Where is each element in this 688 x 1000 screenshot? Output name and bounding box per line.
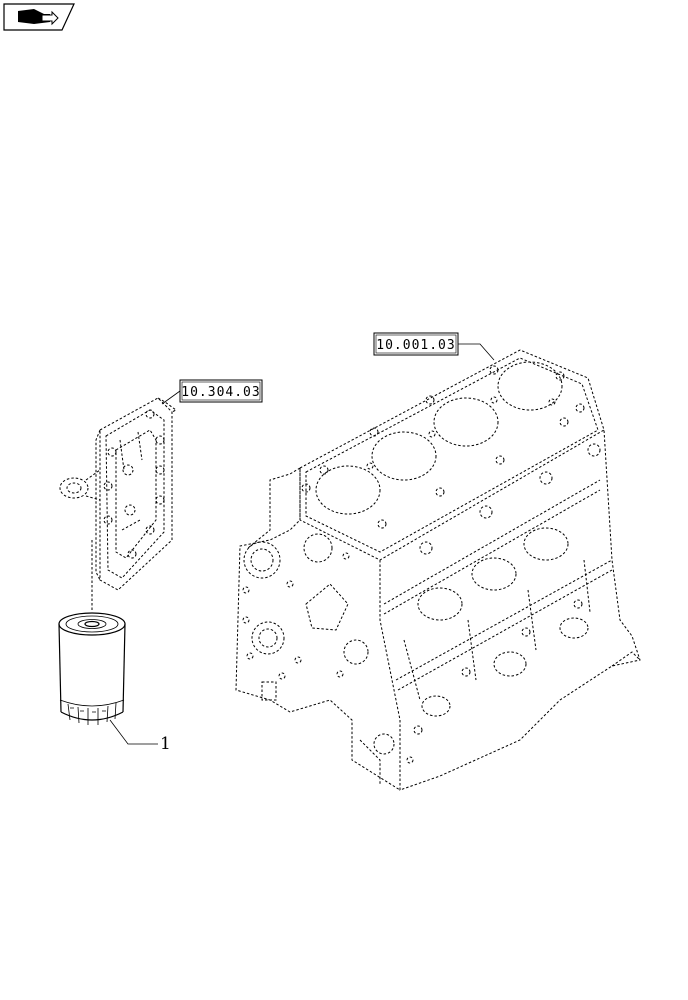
nav-badge[interactable] — [3, 3, 75, 31]
reference-box-engine-block[interactable]: 10.001.03 — [373, 332, 459, 356]
reference-label-engine-block: 10.001.03 — [376, 338, 455, 353]
reference-label-oil-filter-head: 10.304.03 — [181, 385, 260, 400]
callout-label-1: 1 — [160, 734, 171, 754]
engine-block — [235, 349, 641, 791]
oil-filter-cartridge[interactable] — [58, 612, 126, 725]
oil-filter-head — [59, 397, 177, 591]
callout-leader-1 — [109, 719, 158, 745]
reference-box-oil-filter-head[interactable]: 10.304.03 — [179, 379, 263, 403]
reference-leader-oil-filter-head — [161, 390, 181, 405]
reference-leader-engine-block — [458, 343, 495, 361]
book-arrow-icon — [18, 9, 59, 26]
